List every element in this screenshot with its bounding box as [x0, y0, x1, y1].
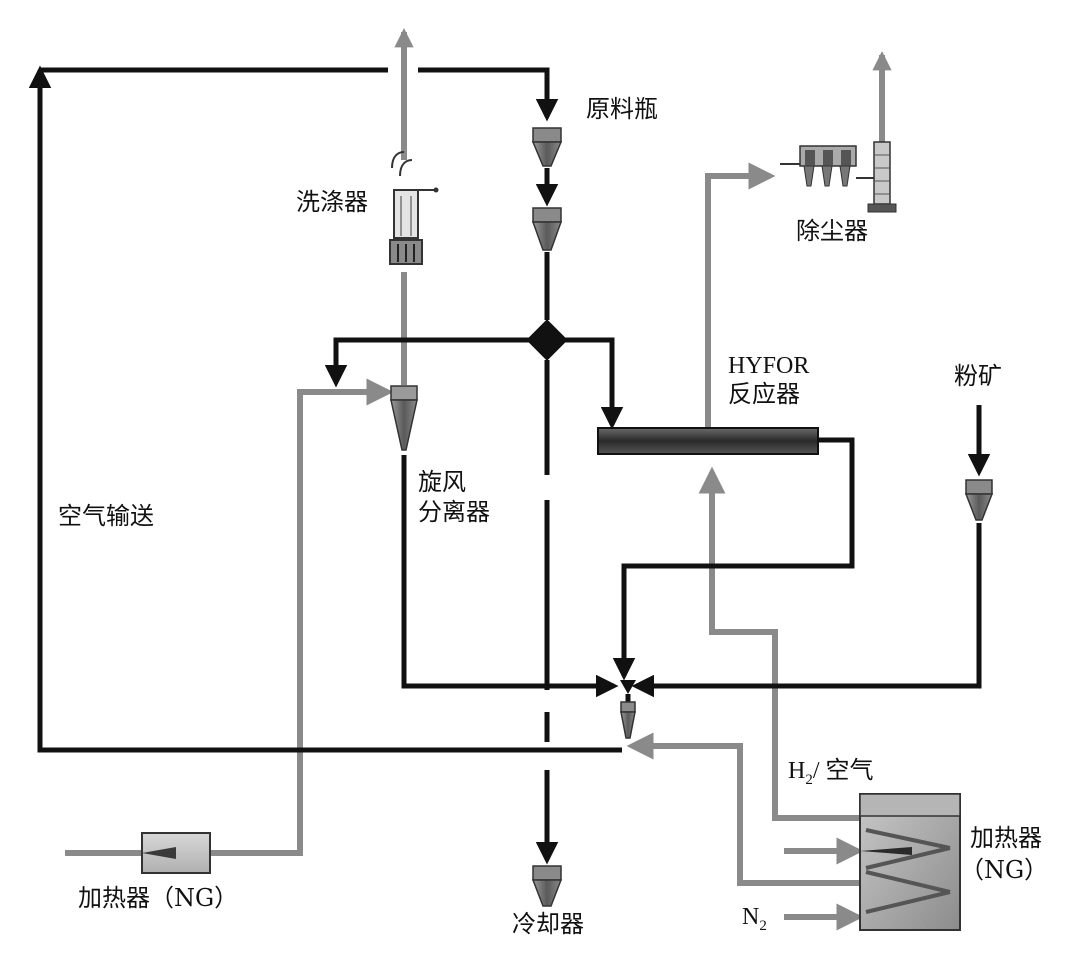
label-hyfor: HYFOR — [728, 353, 809, 379]
distributor-valve — [526, 319, 568, 361]
scrubber-unit — [389, 151, 439, 265]
n2-air-line — [626, 732, 860, 886]
h2-supply-line — [698, 466, 860, 821]
cyclone-to-mixer-line — [401, 455, 619, 698]
air-transport-top-line-right — [418, 67, 559, 122]
label-raw-material-bin: 原料瓶 — [586, 95, 658, 123]
label-n2-sub: 2 — [759, 918, 767, 934]
label-cyclone-line1: 旋风 — [418, 468, 466, 496]
dust-collector-unit — [780, 141, 897, 213]
label-h2-main: H — [788, 758, 805, 784]
reactor-to-dust-collector-line — [705, 162, 776, 432]
distributor-to-cyclone-line — [324, 337, 532, 388]
label-h2-rest: / 空气 — [813, 757, 874, 784]
left-heater-unit — [141, 832, 211, 874]
raw-material-bin-lower — [531, 207, 563, 251]
cooler-unit — [531, 865, 563, 907]
air-transport-return-line — [28, 65, 622, 753]
label-right-heater-line2: （NG） — [960, 856, 1048, 884]
label-n2: N2 — [742, 904, 767, 934]
left-heater-air-line — [210, 378, 394, 856]
fine-ore-to-mixer-line — [631, 523, 982, 698]
reactor-outlet-loop-line — [612, 437, 855, 681]
label-left-heater: 加热器（NG） — [78, 884, 238, 912]
label-n2-main: N — [742, 904, 759, 930]
fine-ore-bin — [964, 479, 994, 521]
label-dust-collector: 除尘器 — [796, 217, 868, 245]
label-reactor: 反应器 — [728, 380, 800, 408]
label-cyclone-line2: 分离器 — [418, 498, 490, 526]
label-right-heater-line1: 加热器 — [970, 824, 1042, 852]
distributor-to-reactor-line — [562, 337, 624, 430]
label-scrubber: 洗涤器 — [296, 188, 368, 216]
cyclone-separator — [390, 385, 418, 451]
raw-material-bin-upper — [531, 127, 563, 167]
gas-lines — [65, 28, 892, 931]
label-air-transport: 空气输送 — [58, 502, 154, 530]
right-heater-unit — [859, 793, 961, 931]
label-h2-air: H2/ 空气 — [788, 757, 874, 788]
solids-lines — [28, 65, 991, 865]
label-fine-ore: 粉矿 — [954, 362, 1002, 390]
hyfor-reactor — [597, 427, 819, 455]
label-cooler: 冷却器 — [512, 910, 584, 938]
label-h2-sub: 2 — [805, 772, 813, 788]
feed-mixer — [620, 680, 636, 739]
